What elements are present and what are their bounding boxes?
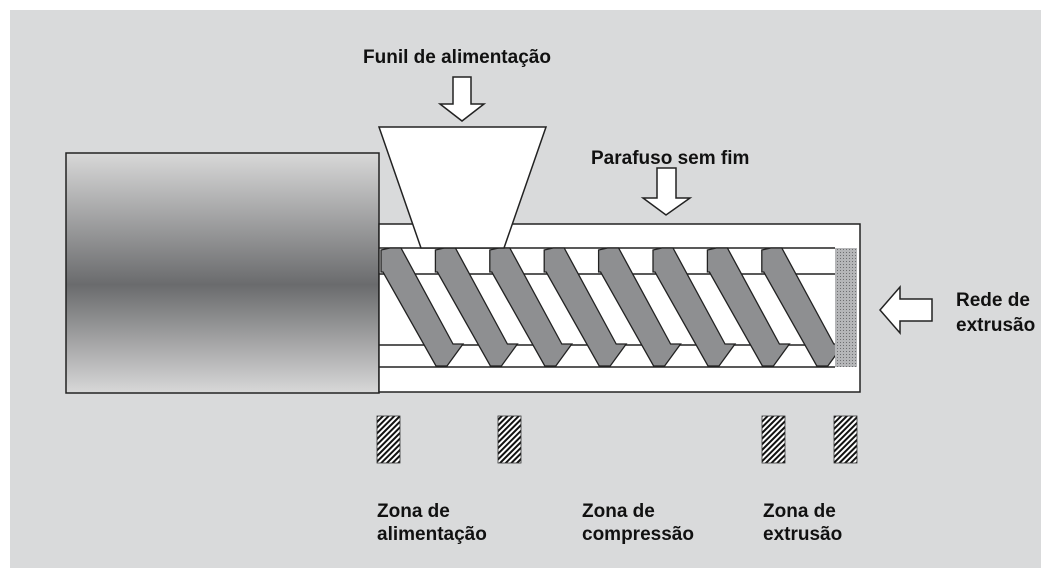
screw-label: Parafuso sem fim bbox=[591, 148, 750, 169]
zone-marker bbox=[497, 415, 522, 464]
zone-marker bbox=[761, 415, 786, 464]
hopper-arrow-icon bbox=[437, 76, 487, 122]
screw-flight bbox=[597, 247, 682, 367]
zone-label-line2: alimentação bbox=[377, 524, 487, 545]
screw-flights bbox=[380, 247, 846, 367]
zone-label-line2: compressão bbox=[582, 524, 694, 545]
motor-block bbox=[65, 152, 380, 394]
screw-arrow-icon bbox=[640, 167, 693, 216]
screw-flight bbox=[380, 247, 465, 367]
zone-compression-label: Zona de compressão bbox=[582, 500, 694, 546]
funnel-label: Funil de alimentação bbox=[363, 47, 551, 68]
screw-flight bbox=[706, 247, 791, 367]
zone-marker bbox=[376, 415, 401, 464]
zone-label-line1: Zona de bbox=[582, 501, 655, 522]
feed-hopper bbox=[377, 126, 548, 249]
zone-label-line1: Zona de bbox=[377, 501, 450, 522]
die-arrow-icon bbox=[879, 284, 933, 336]
zone-marker bbox=[833, 415, 858, 464]
zone-label-line1: Zona de bbox=[763, 501, 836, 522]
screw-flight bbox=[652, 247, 737, 367]
die-label-line1: Rede de bbox=[956, 290, 1030, 311]
zone-label-line2: extrusão bbox=[763, 524, 843, 545]
extrusion-screen bbox=[835, 248, 857, 367]
die-label-line2: extrusão bbox=[956, 315, 1036, 336]
zone-feed-label: Zona de alimentação bbox=[377, 500, 487, 546]
zone-extrusion-label: Zona de extrusão bbox=[763, 500, 842, 546]
screw-flight bbox=[543, 247, 628, 367]
